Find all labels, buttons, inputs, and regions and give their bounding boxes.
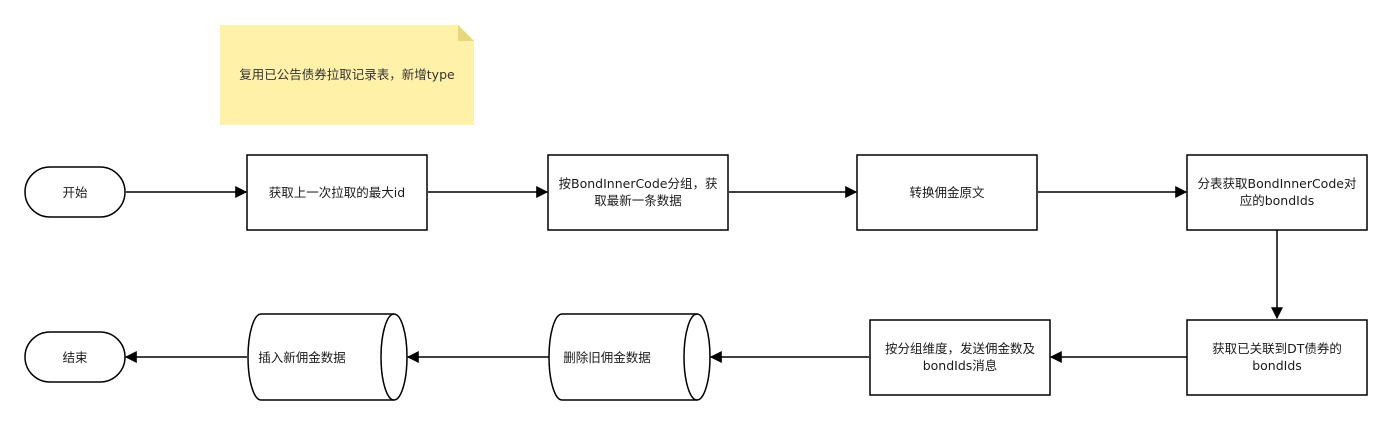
get-bond-ids-label-line2: 应的bondIds	[1240, 193, 1315, 208]
group-by-code-box	[547, 154, 729, 231]
node-insert-new[interactable]: 插入新佣金数据	[247, 313, 408, 401]
get-bond-ids-label-line1: 分表获取BondInnerCode对	[1198, 176, 1357, 191]
end-terminator-shape	[24, 331, 126, 383]
node-get-bond-ids[interactable]: 分表获取BondInnerCode对 应的bondIds	[1186, 154, 1368, 231]
note-text: 复用已公告债券拉取记录表，新增type	[239, 67, 455, 82]
start-terminator-shape	[24, 166, 126, 218]
send-msg-box	[869, 319, 1051, 396]
sticky-note[interactable]: 复用已公告债券拉取记录表，新增type	[220, 25, 474, 125]
delete-old-label: 删除旧佣金数据	[563, 350, 651, 365]
note-body	[220, 25, 474, 125]
get-linked-dt-box	[1186, 319, 1368, 396]
convert-text-box	[856, 154, 1038, 231]
group-by-code-label-line2: 取最新一条数据	[594, 193, 682, 208]
get-max-id-label: 获取上一次拉取的最大id	[269, 185, 405, 200]
node-convert-text[interactable]: 转换佣金原文	[856, 154, 1038, 231]
get-max-id-box	[246, 154, 428, 231]
node-group-by-code[interactable]: 按BondInnerCode分组，获 取最新一条数据	[547, 154, 729, 231]
get-bond-ids-box	[1186, 154, 1368, 231]
group-by-code-label-line1: 按BondInnerCode分组，获	[559, 176, 718, 191]
node-end[interactable]: 结束	[24, 331, 126, 383]
edges	[124, 186, 1283, 363]
delete-old-cylinder-cap	[683, 313, 698, 401]
node-get-linked-dt[interactable]: 获取已关联到DT债券的 bondIds	[1186, 319, 1368, 396]
node-start[interactable]: 开始	[24, 166, 126, 218]
end-label: 结束	[62, 350, 88, 365]
insert-new-cylinder-cap	[380, 313, 395, 401]
node-get-max-id[interactable]: 获取上一次拉取的最大id	[246, 154, 428, 231]
note-fold-corner	[458, 25, 474, 41]
send-msg-label-line1: 按分组维度，发送佣金数及	[885, 341, 1036, 356]
get-linked-dt-label-line2: bondIds	[1252, 358, 1302, 373]
insert-new-label: 插入新佣金数据	[258, 350, 346, 365]
send-msg-label-line2: bondIds消息	[923, 358, 998, 373]
node-delete-old[interactable]: 删除旧佣金数据	[548, 313, 711, 401]
convert-text-label: 转换佣金原文	[909, 185, 985, 200]
get-linked-dt-label-line1: 获取已关联到DT债券的	[1212, 341, 1342, 356]
node-send-msg[interactable]: 按分组维度，发送佣金数及 bondIds消息	[869, 319, 1051, 396]
start-label: 开始	[62, 185, 88, 200]
